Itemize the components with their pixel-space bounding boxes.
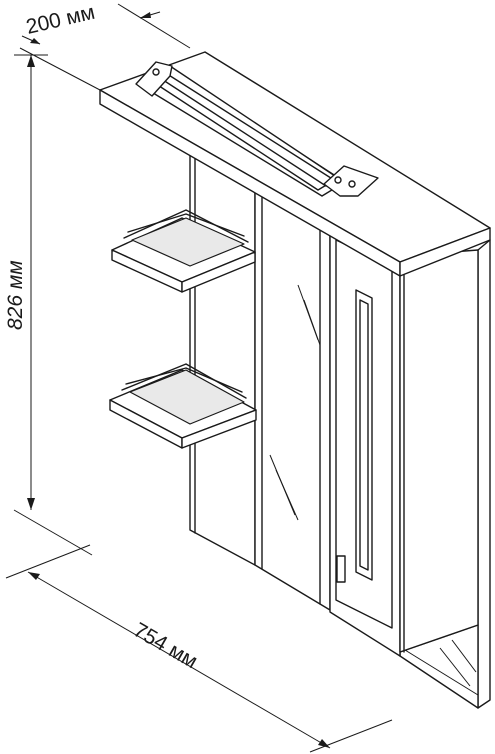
upper-shelf bbox=[111, 209, 256, 293]
depth-label: 200 мм bbox=[24, 1, 97, 39]
lamp bbox=[135, 61, 379, 197]
width-label: 754 мм bbox=[130, 618, 202, 673]
height-dimension: 826 мм bbox=[4, 54, 93, 556]
height-label: 826 мм bbox=[4, 260, 27, 330]
lower-shelf bbox=[109, 363, 257, 449]
cabinet bbox=[99, 51, 491, 709]
